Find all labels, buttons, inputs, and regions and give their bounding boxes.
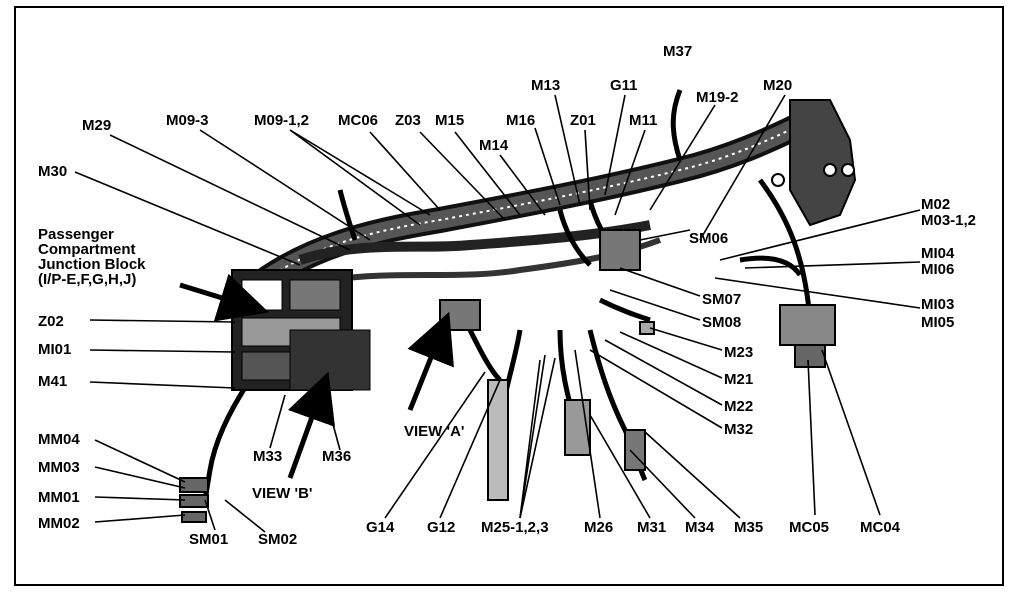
label-m11: M11 <box>629 112 658 129</box>
label-z02: Z02 <box>38 313 64 330</box>
label-mi01: MI01 <box>38 341 72 358</box>
label-mm04: MM04 <box>38 431 80 448</box>
leader-lines <box>74 94 921 533</box>
steering-column-bracket <box>771 99 857 227</box>
label-sm06: SM06 <box>689 230 729 247</box>
label-z03: Z03 <box>395 112 421 129</box>
label-sm07: SM07 <box>702 291 742 308</box>
label-m26: M26 <box>584 519 614 536</box>
junction-block-label: Passenger Compartment Junction Block (I/… <box>38 227 146 287</box>
label-m32: M32 <box>724 421 754 438</box>
label-m09-1-2: M09-1,2 <box>254 112 310 129</box>
label-m29: M29 <box>82 117 112 134</box>
label-sm01: SM01 <box>189 531 229 548</box>
label-m21: M21 <box>724 371 754 388</box>
label-m14: M14 <box>479 137 509 154</box>
label-z01: Z01 <box>570 112 596 129</box>
label-m16: M16 <box>506 112 536 129</box>
label-m31: M31 <box>637 519 667 536</box>
label-sm08: SM08 <box>702 314 742 331</box>
label-m20: M20 <box>763 77 793 94</box>
label-m37: M37 <box>663 43 693 60</box>
pointer-arrows <box>179 273 454 479</box>
view-b-arrow <box>287 371 336 479</box>
label-m09-3: M09-3 <box>166 112 209 129</box>
label-m34: M34 <box>685 519 715 536</box>
label-m15: M15 <box>435 112 465 129</box>
view-a-arrow <box>407 311 454 411</box>
label-mi04: MI04 <box>921 245 955 262</box>
label-m22: M22 <box>724 398 754 415</box>
junction-block-line2: Compartment <box>38 241 136 258</box>
label-mc05: MC05 <box>789 519 830 536</box>
label-mi05: MI05 <box>921 314 955 331</box>
label-mc04: MC04 <box>860 519 901 536</box>
label-m41: M41 <box>38 373 68 390</box>
label-view-b: VIEW 'B' <box>252 485 313 502</box>
label-g11: G11 <box>610 77 638 94</box>
label-view-a: VIEW 'A' <box>404 423 465 440</box>
lower-connectors <box>179 229 836 523</box>
label-mm03: MM03 <box>38 459 80 476</box>
label-m36: M36 <box>322 448 352 465</box>
label-mm02: MM02 <box>38 515 80 532</box>
label-mi03: MI03 <box>921 296 955 313</box>
label-m23: M23 <box>724 344 754 361</box>
label-mc06: MC06 <box>338 112 379 129</box>
label-mm01: MM01 <box>38 489 80 506</box>
junction-block-line3: Junction Block <box>38 256 146 273</box>
label-m35: M35 <box>734 519 764 536</box>
label-g14: G14 <box>366 519 395 536</box>
label-m30: M30 <box>38 163 68 180</box>
junction-block <box>231 269 371 391</box>
label-m25-1-2-3: M25-1,2,3 <box>481 519 549 536</box>
junction-block-line1: Passenger <box>38 226 114 243</box>
junction-block-line4: (I/P-E,F,G,H,J) <box>38 271 137 288</box>
label-m13: M13 <box>531 77 561 94</box>
label-m02: M02 <box>921 196 951 213</box>
label-m33: M33 <box>253 448 283 465</box>
junction-block-arrow <box>179 273 269 322</box>
label-m03-1-2: M03-1,2 <box>921 212 977 229</box>
label-g12: G12 <box>427 519 456 536</box>
label-m19-2: M19-2 <box>696 89 739 106</box>
label-mi06: MI06 <box>921 261 955 278</box>
label-sm02: SM02 <box>258 531 298 548</box>
